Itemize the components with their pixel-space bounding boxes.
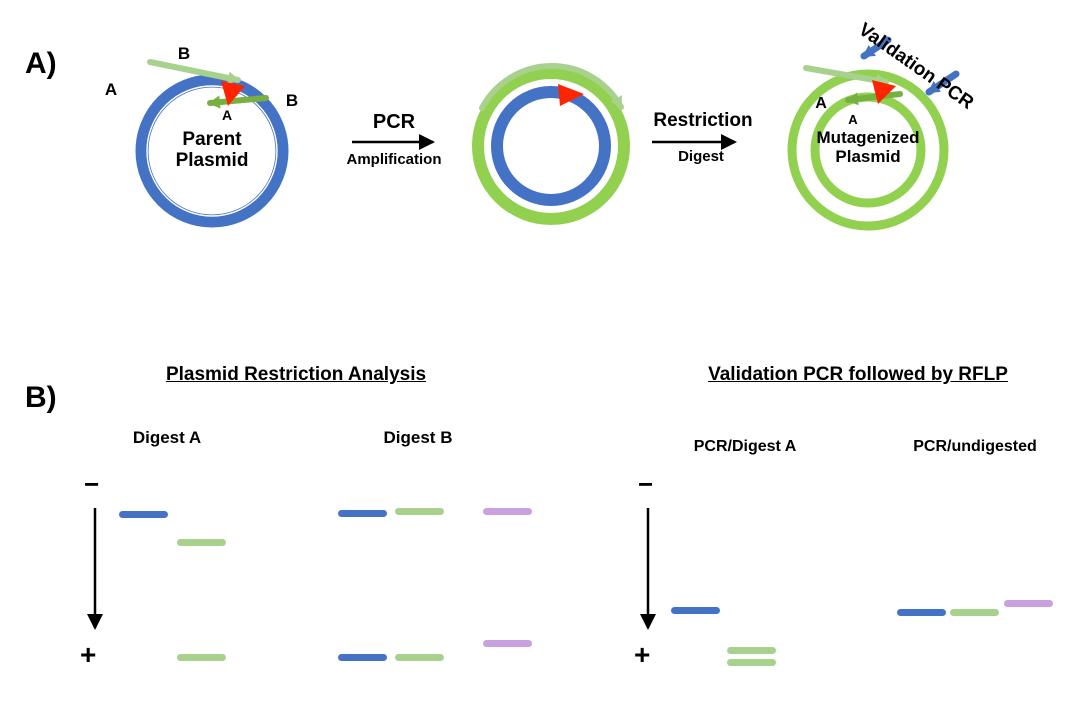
lane-label-digest-b: Digest B: [383, 428, 453, 447]
band-digestB-purple-lower: [483, 640, 532, 647]
restriction-step-subtitle: Digest: [678, 148, 724, 165]
reverse-primer-arrow: [207, 95, 269, 109]
mutagenized-outer-ring: [787, 69, 949, 231]
mutation-site-triangle: [872, 80, 896, 104]
mutation-site-triangle: [221, 81, 245, 106]
band-digestB-blue-top: [338, 510, 387, 517]
mutation-site-triangle: [558, 84, 584, 106]
band-undigested-green: [950, 609, 999, 616]
panel-a-label: A): [25, 47, 57, 80]
band-digestB-green-top: [395, 508, 444, 515]
pcr-step-title: PCR: [372, 111, 416, 133]
band-pcrDigestA-green-doublet-1: [727, 647, 776, 654]
left-gel-title: Plasmid Restriction Analysis: [165, 364, 427, 385]
left-gel-electrode-plus: +: [80, 639, 97, 670]
parent-name-line1: Parent: [182, 129, 242, 150]
parent-plasmid-name: Parent Plasmid: [175, 129, 249, 172]
band-digestB-purple-top: [483, 508, 532, 515]
panel-b-label: B): [25, 381, 57, 414]
band-pcrDigestA-blue: [671, 607, 720, 614]
amplified-plasmid: [472, 63, 630, 225]
band-digestA-green-upper: [177, 539, 226, 546]
parent-name-line2: Plasmid: [175, 149, 249, 171]
forward-primer-arrow: [803, 65, 889, 87]
primer-label-b-right: B: [285, 91, 299, 110]
amplified-primer-arc-arrow: [479, 63, 624, 111]
lane-label-pcr-undigested: PCR/undigested: [913, 438, 1037, 455]
parent-plasmid-ring: [135, 74, 289, 228]
primer-label-a-inner: A: [221, 107, 233, 123]
band-digestA-green-bottom: [177, 654, 226, 661]
mutagenized-name-line2: Plasmid: [835, 146, 901, 166]
primer-label-b-top: B: [177, 44, 191, 63]
lane-label-digest-a: Digest A: [132, 428, 202, 447]
band-undigested-blue: [897, 609, 946, 616]
right-gel-electrode-plus: +: [634, 639, 651, 670]
primer-label-a-left: A: [104, 80, 118, 99]
mutagenized-label-a-outer: A: [815, 95, 827, 112]
amplified-inner-ring: [491, 86, 611, 206]
right-gel-electrode-minus: −: [638, 469, 654, 499]
mutagenized-plasmid: [787, 36, 960, 231]
validation-primer-arrow-1: [860, 36, 892, 60]
mutagenized-name-line1: Mutagenized: [816, 128, 920, 147]
reverse-primer-arrow: [845, 91, 903, 106]
parent-plasmid-strand-line: [146, 85, 278, 217]
band-digestA-blue-top: [119, 511, 168, 518]
mutagenized-plasmid-name: Mutagenized Plasmid: [816, 128, 920, 166]
band-digestB-green-bottom: [395, 654, 444, 661]
mutagenized-label-a-inner: A: [848, 112, 858, 127]
band-pcrDigestA-green-doublet-2: [727, 659, 776, 666]
right-gel-title: Validation PCR followed by RFLP: [708, 364, 1008, 385]
amplified-outer-ring: [472, 67, 630, 225]
left-gel-electrode-minus: −: [84, 469, 100, 499]
restriction-step-title: Restriction: [653, 110, 753, 131]
band-undigested-purple: [1004, 600, 1053, 607]
lane-label-pcr-digest-a: PCR/Digest A: [693, 438, 797, 455]
forward-primer-arrow: [147, 59, 241, 85]
parent-plasmid: [135, 59, 289, 228]
band-digestB-blue-bottom: [338, 654, 387, 661]
pcr-step-subtitle: Amplification: [346, 151, 442, 168]
validation-primer-arrow-2: [925, 70, 960, 96]
